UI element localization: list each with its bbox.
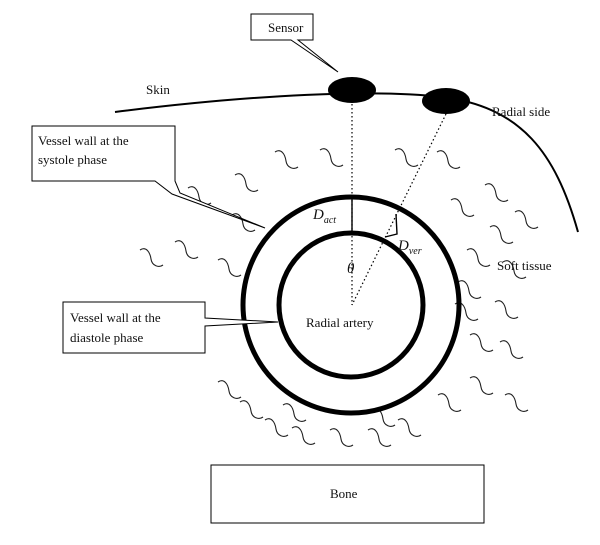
systole-vessel-wall xyxy=(240,194,462,416)
soft-tissue-squiggle xyxy=(484,183,509,202)
soft-tissue-squiggle xyxy=(329,428,354,447)
soft-tissue-squiggle xyxy=(274,150,299,169)
soft-tissue-squiggle xyxy=(291,426,316,445)
soft-tissue-squiggle xyxy=(469,376,494,395)
soft-tissue-squiggle xyxy=(437,393,462,412)
soft-tissue-squiggle xyxy=(450,198,475,217)
svg-text:systole phase: systole phase xyxy=(38,152,107,167)
skin-label: Skin xyxy=(146,82,170,97)
sensor-side xyxy=(422,88,470,114)
svg-text:Bone: Bone xyxy=(330,486,358,501)
soft-tissue-squiggle xyxy=(239,400,264,419)
soft-tissue-squiggle xyxy=(514,210,539,229)
soft-tissue-squiggle xyxy=(217,380,242,399)
soft-tissue-squiggle xyxy=(394,148,419,167)
soft-tissue-squiggle xyxy=(217,258,242,277)
soft-tissue-squiggle xyxy=(504,393,529,412)
soft-tissue-squiggle xyxy=(457,280,482,299)
soft-tissue-label: Soft tissue xyxy=(497,258,552,273)
soft-tissue-squiggle xyxy=(502,260,527,279)
diastole-callout: Vessel wall at the diastole phase xyxy=(62,301,279,354)
soft-tissue-squiggle xyxy=(234,173,259,192)
soft-tissue-squiggle xyxy=(494,300,519,319)
soft-tissue-squiggle xyxy=(469,333,494,352)
soft-tissue-squiggle xyxy=(264,418,289,437)
radial-artery-label: Radial artery xyxy=(306,315,374,330)
angled-dotted-line xyxy=(351,113,447,306)
sensor-top xyxy=(328,77,376,103)
soft-tissue-squiggle xyxy=(282,403,307,422)
soft-tissue-squiggle xyxy=(436,150,461,169)
d-ver-bracket xyxy=(384,213,398,238)
diastole-vessel-wall xyxy=(276,230,426,380)
soft-tissue-squiggles xyxy=(139,148,539,447)
theta-symbol: θ xyxy=(347,261,355,277)
radial-side-label: Radial side xyxy=(492,104,550,119)
d-act-symbol: Dact xyxy=(312,207,336,226)
soft-tissue-squiggle xyxy=(489,225,514,244)
svg-text:Vessel wall at the: Vessel wall at the xyxy=(70,310,161,325)
soft-tissue-squiggle xyxy=(174,240,199,259)
d-ver-symbol: Dver xyxy=(397,238,422,257)
soft-tissue-squiggle xyxy=(139,248,164,267)
svg-text:diastole phase: diastole phase xyxy=(70,330,144,345)
soft-tissue-squiggle xyxy=(367,428,392,447)
sensor-callout: Sensor xyxy=(250,13,339,73)
svg-text:Sensor: Sensor xyxy=(268,20,304,35)
systole-callout: Vessel wall at the systole phase xyxy=(31,125,266,229)
bone-box: Bone xyxy=(210,464,485,524)
svg-text:Vessel wall at the: Vessel wall at the xyxy=(38,133,129,148)
soft-tissue-squiggle xyxy=(231,213,256,232)
soft-tissue-squiggle xyxy=(319,148,344,167)
soft-tissue-squiggle xyxy=(397,418,422,437)
soft-tissue-squiggle xyxy=(499,340,524,359)
soft-tissue-squiggle xyxy=(466,248,491,267)
